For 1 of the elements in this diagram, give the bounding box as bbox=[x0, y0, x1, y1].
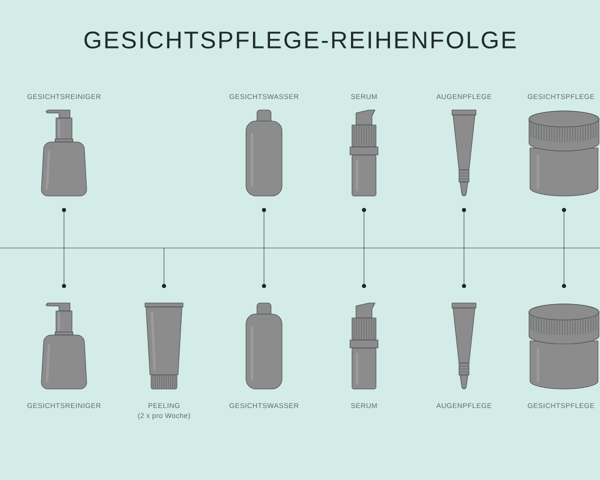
title: GESICHTSPFLEGE-REIHENFOLGE bbox=[84, 32, 516, 48]
